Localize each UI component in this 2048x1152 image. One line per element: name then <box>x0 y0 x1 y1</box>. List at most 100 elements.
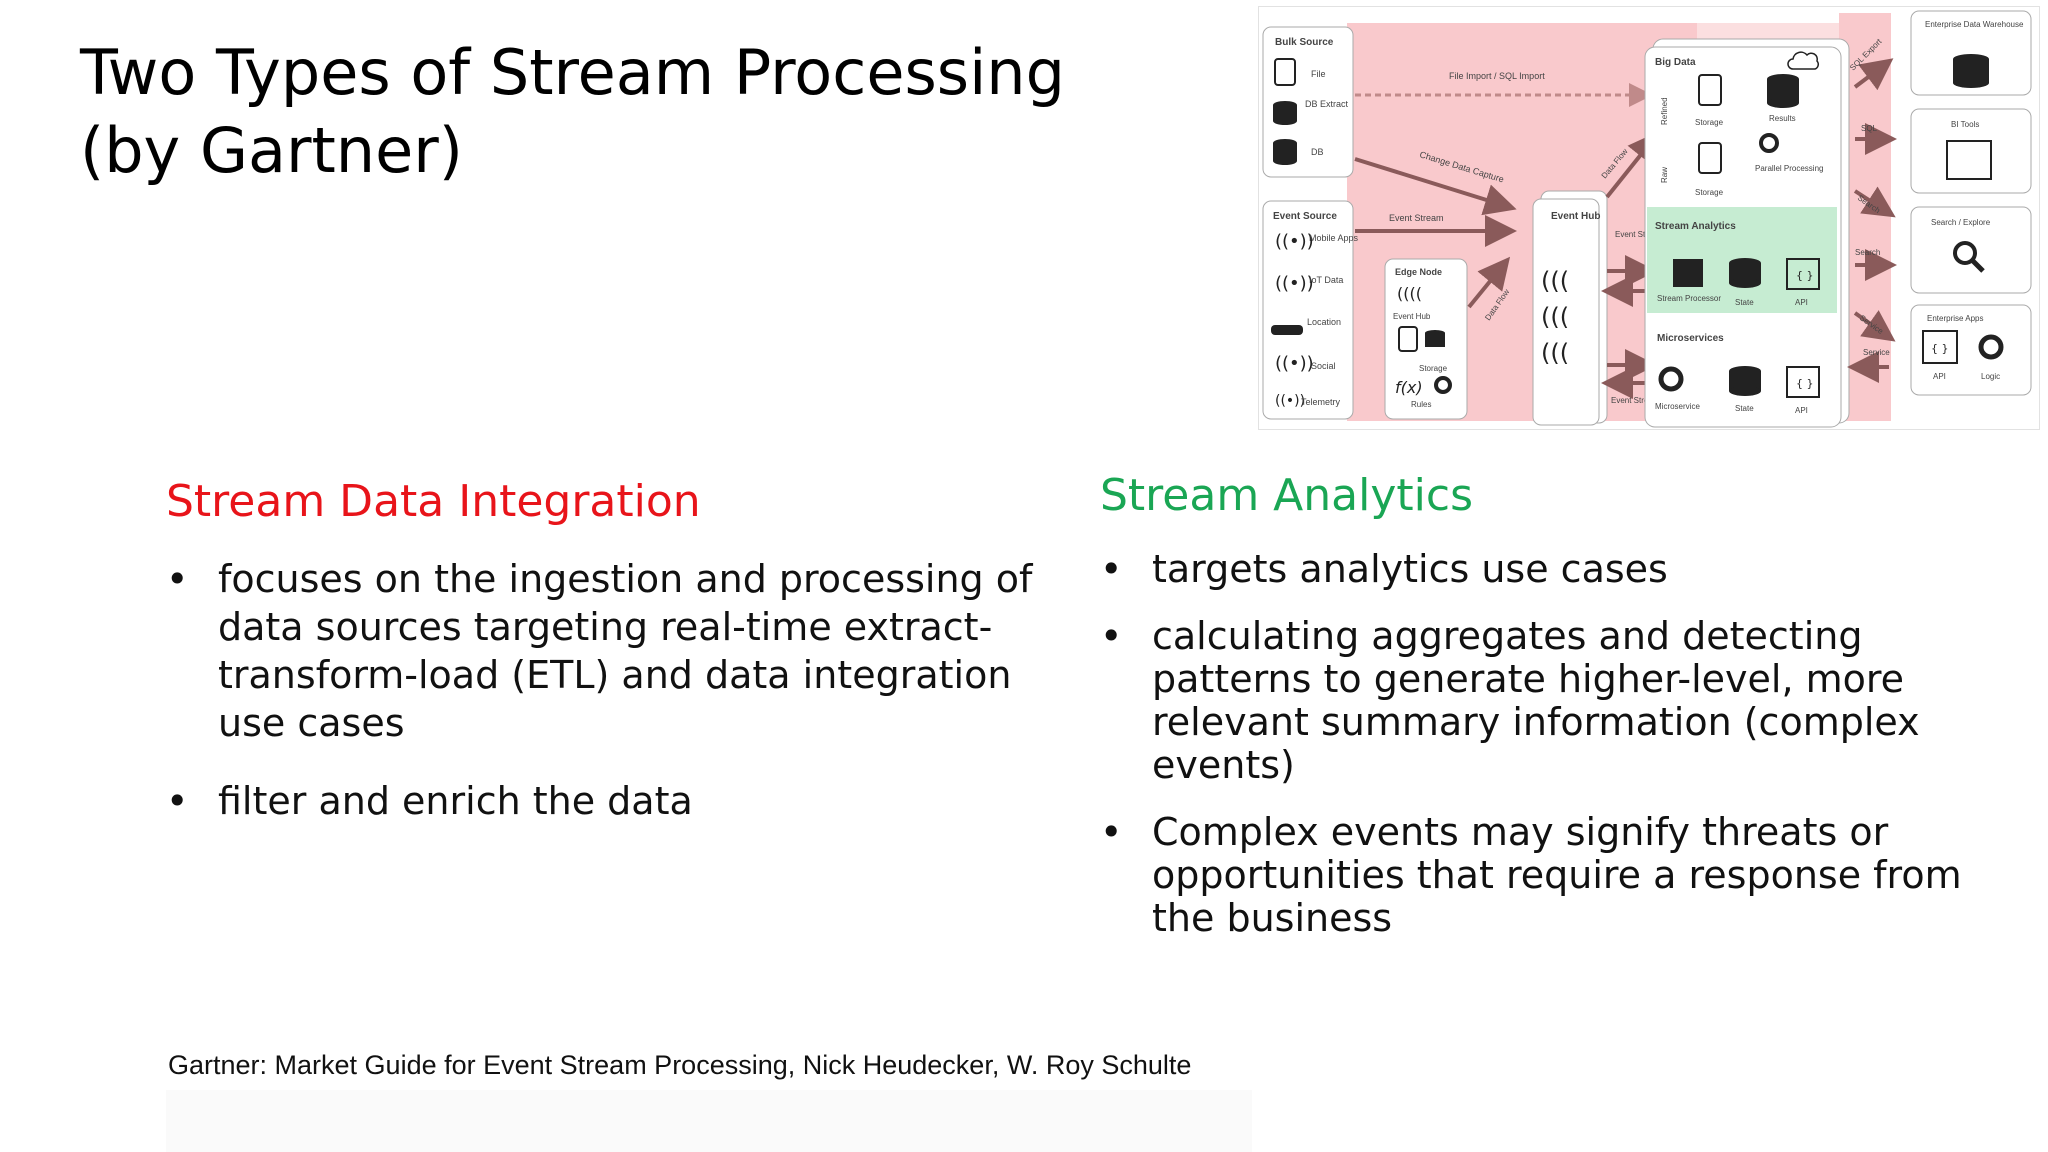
list-item: calculating aggregates and detecting pat… <box>1100 615 2020 787</box>
stream-processor-icon <box>1673 259 1703 287</box>
bulk-source-box: Bulk Source File DB Extract DB <box>1262 26 1354 178</box>
edge-node-storage: Storage <box>1419 364 1448 373</box>
big-data-title: Big Data <box>1655 57 1696 68</box>
event-item-iot: IoT Data <box>1309 275 1343 285</box>
list-item: focuses on the ingestion and processing … <box>166 555 1046 747</box>
antenna-icon: ((•)) <box>1275 353 1314 374</box>
microservices-title: Microservices <box>1657 333 1724 344</box>
ms-microservice: Microservice <box>1655 402 1700 411</box>
database-icon <box>1273 101 1297 125</box>
bulk-source-title: Bulk Source <box>1275 37 1334 48</box>
big-data-box: Big Data Refined Storage Results Raw Sto… <box>1644 38 1850 428</box>
gear-icon <box>1434 376 1452 394</box>
bi-chart-icon <box>1946 140 1992 180</box>
flow-event-stream-right-bottom: Event Stream <box>1611 396 1660 405</box>
event-item-telemetry: Telemetry <box>1301 397 1341 407</box>
svg-text:((((: (((( <box>1397 284 1422 303</box>
big-data-storage-top: Storage <box>1695 118 1724 127</box>
stream-analytics-heading: Stream Analytics <box>1100 470 1473 521</box>
target-bi-tools: BI Tools <box>1951 120 1979 129</box>
svg-text:(((: ((( <box>1541 267 1569 295</box>
enterprise-dw-box: Enterprise Data Warehouse <box>1910 10 2032 96</box>
braces-icon <box>1786 258 1820 290</box>
svg-text:{ }: { } <box>1796 269 1814 282</box>
footer-shade <box>166 1090 1252 1152</box>
gear-icon <box>1759 133 1779 153</box>
target-enterprise-apps: Enterprise Apps <box>1927 314 1983 323</box>
architecture-diagram: Bulk Source File DB Extract DB Event Sou… <box>1258 6 2040 430</box>
event-source-box: Event Source ((•)) Mobile Apps ((•)) IoT… <box>1262 200 1359 420</box>
svg-text:(((: ((( <box>1541 339 1569 367</box>
gear-icon <box>1978 334 2004 360</box>
cloud-icon <box>1787 51 1819 70</box>
enterprise-apps-box: Enterprise Apps { } API Logic <box>1910 304 2032 396</box>
edge-node-event-hub: Event Hub <box>1393 312 1431 321</box>
search-icon <box>1953 241 1977 265</box>
database-icon <box>1729 258 1761 288</box>
file-icon <box>1398 326 1418 352</box>
database-icon <box>1425 330 1445 347</box>
big-data-refined: Refined <box>1660 97 1669 125</box>
database-icon <box>1767 74 1799 108</box>
ms-api: API <box>1795 406 1808 415</box>
function-icon: f(x) <box>1395 378 1423 397</box>
event-item-location: Location <box>1307 317 1341 327</box>
event-hub-title: Event Hub <box>1551 211 1600 222</box>
stream-analytics-list: targets analytics use cases calculating … <box>1100 548 2020 964</box>
stream-data-integration-heading: Stream Data Integration <box>166 476 701 527</box>
gear-icon <box>1658 366 1684 392</box>
antenna-icon: ((•)) <box>1275 231 1314 252</box>
list-item: targets analytics use cases <box>1100 548 2020 592</box>
file-icon <box>1274 58 1296 86</box>
braces-icon <box>1786 366 1820 398</box>
target-api: API <box>1933 372 1946 381</box>
file-icon <box>1698 74 1722 106</box>
sa-stream-processor: Stream Processor <box>1657 294 1721 303</box>
car-icon <box>1271 325 1303 335</box>
antenna-icon: ((•)) <box>1275 393 1305 409</box>
event-item-mobile: Mobile Apps <box>1309 233 1359 243</box>
event-item-social: Social <box>1311 361 1336 371</box>
citation: Gartner: Market Guide for Event Stream P… <box>168 1050 1192 1080</box>
bulk-item-file: File <box>1311 69 1326 79</box>
edge-node-title: Edge Node <box>1395 267 1442 277</box>
event-source-title: Event Source <box>1273 211 1337 222</box>
big-data-results: Results <box>1769 114 1796 123</box>
flow-event-stream: Event Stream <box>1389 213 1444 223</box>
file-icon <box>1698 142 1722 174</box>
bulk-item-db: DB <box>1311 147 1324 157</box>
list-item: filter and enrich the data <box>166 777 1046 825</box>
event-hub-box: Event Hub ((( ((( ((( <box>1532 190 1608 426</box>
edge-node-rules: Rules <box>1411 400 1431 409</box>
flow-search: Search <box>1855 248 1880 257</box>
target-enterprise-dw: Enterprise Data Warehouse <box>1925 20 2024 29</box>
database-icon <box>1729 366 1761 396</box>
svg-text:{ }: { } <box>1796 377 1814 390</box>
stream-data-integration-list: focuses on the ingestion and processing … <box>166 555 1046 855</box>
sa-state: State <box>1735 298 1754 307</box>
flow-event-stream-right-top: Event Stream <box>1615 230 1664 239</box>
bi-tools-box: BI Tools <box>1910 108 2032 194</box>
bulk-item-db-extract: DB Extract <box>1305 99 1349 109</box>
big-data-storage-bottom: Storage <box>1695 188 1724 197</box>
ms-state: State <box>1735 404 1754 413</box>
slide-title: Two Types of Stream Processing (by Gartn… <box>80 36 1065 187</box>
flow-file-import: File Import / SQL Import <box>1449 71 1545 81</box>
list-item: Complex events may signify threats or op… <box>1100 811 2020 940</box>
target-logic: Logic <box>1981 372 2000 381</box>
database-icon <box>1273 139 1297 165</box>
search-explore-box: Search / Explore <box>1910 206 2032 294</box>
flow-sql: SQL <box>1861 124 1878 133</box>
database-icon <box>1953 54 1989 88</box>
edge-node-box: Edge Node (((( Event Hub Storage f(x) Ru… <box>1384 258 1468 420</box>
svg-text:(((: ((( <box>1541 303 1569 331</box>
flow-service: Service <box>1863 348 1890 357</box>
target-search-explore: Search / Explore <box>1931 218 1991 227</box>
antenna-icon: ((•)) <box>1275 273 1314 294</box>
big-data-parallel-processing: Parallel Processing <box>1755 164 1823 173</box>
svg-text:{ }: { } <box>1931 342 1949 355</box>
stream-analytics-title: Stream Analytics <box>1655 221 1736 232</box>
braces-icon <box>1922 330 1958 364</box>
big-data-raw: Raw <box>1660 167 1669 183</box>
sa-api: API <box>1795 298 1808 307</box>
